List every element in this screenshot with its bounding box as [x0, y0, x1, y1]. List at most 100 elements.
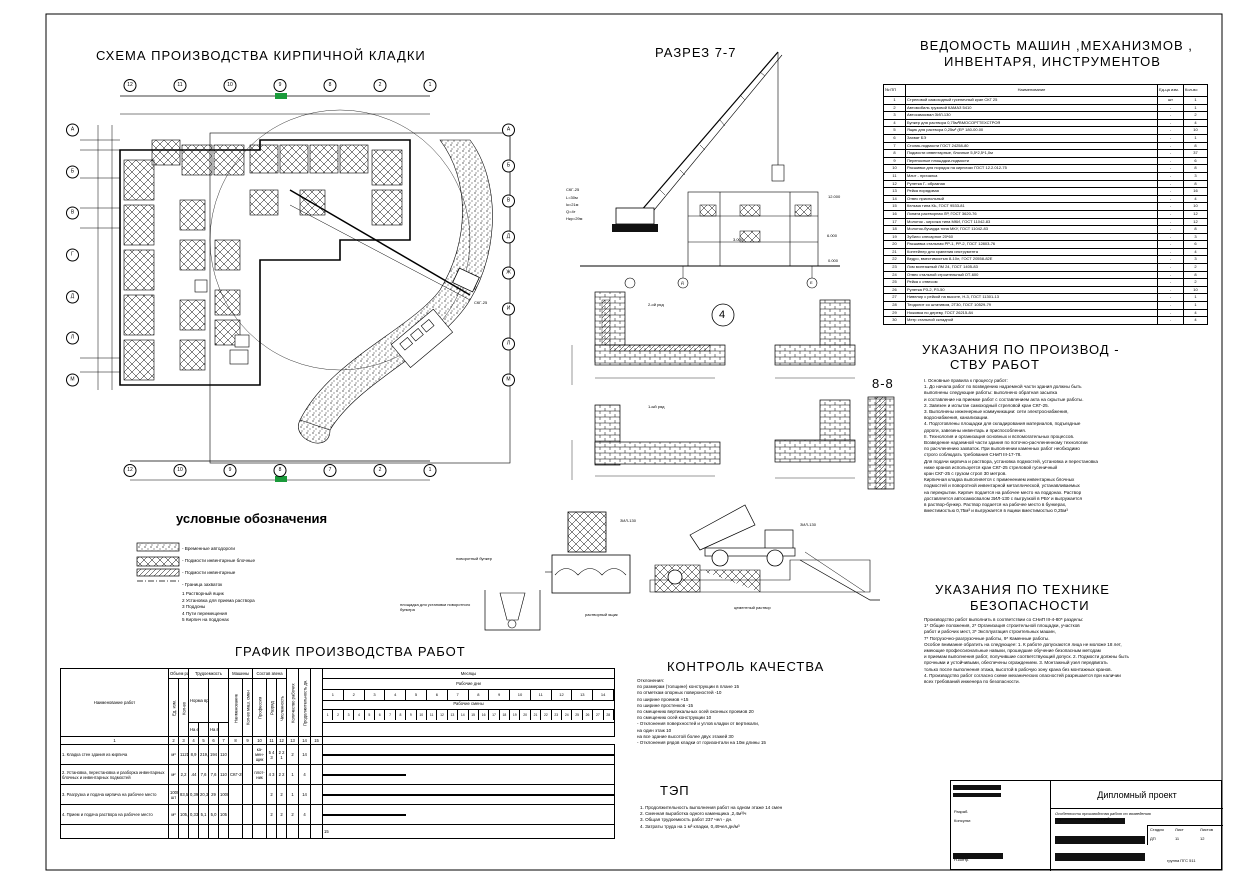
quality-line: по размерам (толщине) конструкции в план…	[637, 684, 740, 690]
vedomost-name: Расшивка стальная РР-1, РР-2, ГОСТ 12803…	[905, 240, 1158, 249]
sched-h-months: Месяцы	[322, 668, 615, 679]
stamp-subtitle: Особенности производства работ по возвед…	[1055, 811, 1151, 821]
legend-swatches	[136, 542, 180, 582]
vedomost-unit: -	[1157, 149, 1184, 158]
axis-bubble: М	[502, 373, 515, 387]
sched-cell: 2	[286, 804, 300, 825]
vedomost-name: Молоток - кирочка типа МКИ, ГОСТ 11042-8…	[905, 217, 1158, 227]
vedomost-num: 1	[883, 96, 906, 105]
vedomost-num: 15	[883, 202, 906, 211]
sched-shift: 27	[593, 710, 604, 720]
sched-cell: 2	[276, 804, 288, 825]
vedomost-qty: 8	[1183, 141, 1208, 151]
vedomost-name: Автомобиль грузовой КАМАЗ 5410	[905, 103, 1158, 113]
vedomost-qty: 3	[1183, 255, 1208, 265]
stamp-role-2: Консульт.	[954, 818, 972, 823]
ukazania-line: I. Основные правила к процессу работ:	[924, 378, 1008, 383]
sched-index-cell: 11	[266, 736, 278, 745]
sched-shift: 24	[562, 710, 573, 720]
crane-param-5: Hкр=29м	[566, 216, 583, 221]
axis-bubble: Л	[502, 337, 515, 351]
crane-param-3: Iк=21м	[566, 202, 579, 207]
section-axis-2: Е	[810, 280, 813, 285]
vedomost-unit: -	[1157, 263, 1184, 272]
stamp-sheets-value: 12	[1200, 836, 1205, 841]
scheme-title: СХЕМА ПРОИЗВОДСТВА КИРПИЧНОЙ КЛАДКИ	[96, 48, 426, 63]
sched-summary-num: 15	[322, 824, 615, 839]
stamp-role-1: Разраб.	[954, 809, 969, 814]
sched-cell: 1000	[217, 784, 230, 805]
vedomost-name: Зубило слесарное 20*60	[905, 232, 1158, 242]
sched-summary-empty	[168, 824, 179, 839]
sched-cell: 5,0	[208, 804, 219, 825]
sched-shift: 28	[604, 710, 614, 720]
ukazania-line: строго соблюдать требования СНиП III-17-…	[924, 452, 1022, 458]
sched-gantt-cell	[322, 744, 615, 765]
vedomost-name: Переносные площадки-подмости	[905, 156, 1158, 166]
vedomost-h-qty: Кол-во	[1183, 84, 1208, 97]
vedomost-qty: 4	[1183, 308, 1208, 318]
axis-bubble: 9	[223, 464, 237, 477]
axis-bubble: 10	[173, 464, 187, 477]
sched-cell	[228, 744, 244, 765]
schedule-title: ГРАФИК ПРОИЗВОДСТВА РАБОТ	[235, 644, 466, 659]
sched-day: 14	[593, 690, 614, 700]
quality-line: по отметкам опорных поверхностей -10	[637, 690, 722, 696]
quality-line: на все здание высотой более двух этажей …	[637, 733, 734, 739]
legend-title: условные обозначения	[176, 511, 328, 526]
sched-cell: 1	[286, 764, 300, 785]
sched-cell: 2 2	[276, 764, 288, 785]
ukazania-line: ниже кранов используется кран СКГ-25 стр…	[924, 464, 1058, 470]
axis-bubble: Д	[66, 290, 79, 304]
sched-shift: 9	[406, 710, 417, 720]
sched-index-cell: 9	[242, 736, 254, 745]
sched-gantt-bar	[323, 814, 407, 816]
safety-line: работ и рабочих мест, 3* Эксплуатация ст…	[924, 629, 1056, 635]
sched-cell: 110	[217, 764, 230, 785]
vedomost-qty: 10	[1183, 202, 1208, 211]
section-88-title: 8-8	[872, 376, 894, 391]
vedomost-qty: 16	[1183, 187, 1208, 196]
sched-cell-empty	[310, 764, 324, 785]
sched-cell-empty	[310, 804, 324, 825]
sched-day: 8	[469, 690, 490, 700]
legend-item: 4 Пути перемещения	[182, 610, 228, 616]
axis-bubble: 1	[423, 464, 437, 477]
vedomost-unit: -	[1157, 255, 1184, 265]
stamp-project: Дипломный проект	[1051, 781, 1223, 809]
axis-bubble: 7	[323, 464, 337, 477]
vedomost-qty: 1	[1183, 96, 1208, 105]
vedomost-name: Кельма типа КЬ, ГОСТ 9533-81	[905, 202, 1158, 211]
vedomost-unit: -	[1157, 187, 1184, 196]
vedomost-num: 3	[883, 111, 906, 120]
vedomost-name: Ножовка по дереву, ГОСТ 26215-84	[905, 308, 1158, 318]
vedomost-name: Рулетка Г- образная	[905, 179, 1158, 189]
axis-bubble: А	[66, 123, 79, 137]
axis-bubble: 8	[273, 464, 287, 477]
safety-line: прочными и устойчивыми, обеспечены ограж…	[924, 660, 1108, 666]
tep-title: ТЭП	[660, 783, 690, 798]
ukazania-line: II. Технология и организация основных и …	[924, 433, 1075, 439]
vedomost-name: Отвес стальной строительный ОТ-600	[905, 270, 1158, 280]
sched-h-total	[207, 678, 230, 723]
sched-shift: 25	[572, 710, 583, 720]
sched-cell: 5 4 3	[266, 744, 278, 765]
sched-index-cell: 10	[252, 736, 268, 745]
axis-bubble: 12	[123, 79, 137, 92]
sched-index-cell: 4	[188, 736, 199, 745]
sched-index-cell: 14	[298, 736, 312, 745]
safety-line: и приемам выполнения работ, получившие с…	[924, 654, 1129, 660]
vedomost-qty: 2	[1183, 111, 1208, 120]
vedomost-unit: шт	[1157, 96, 1184, 105]
